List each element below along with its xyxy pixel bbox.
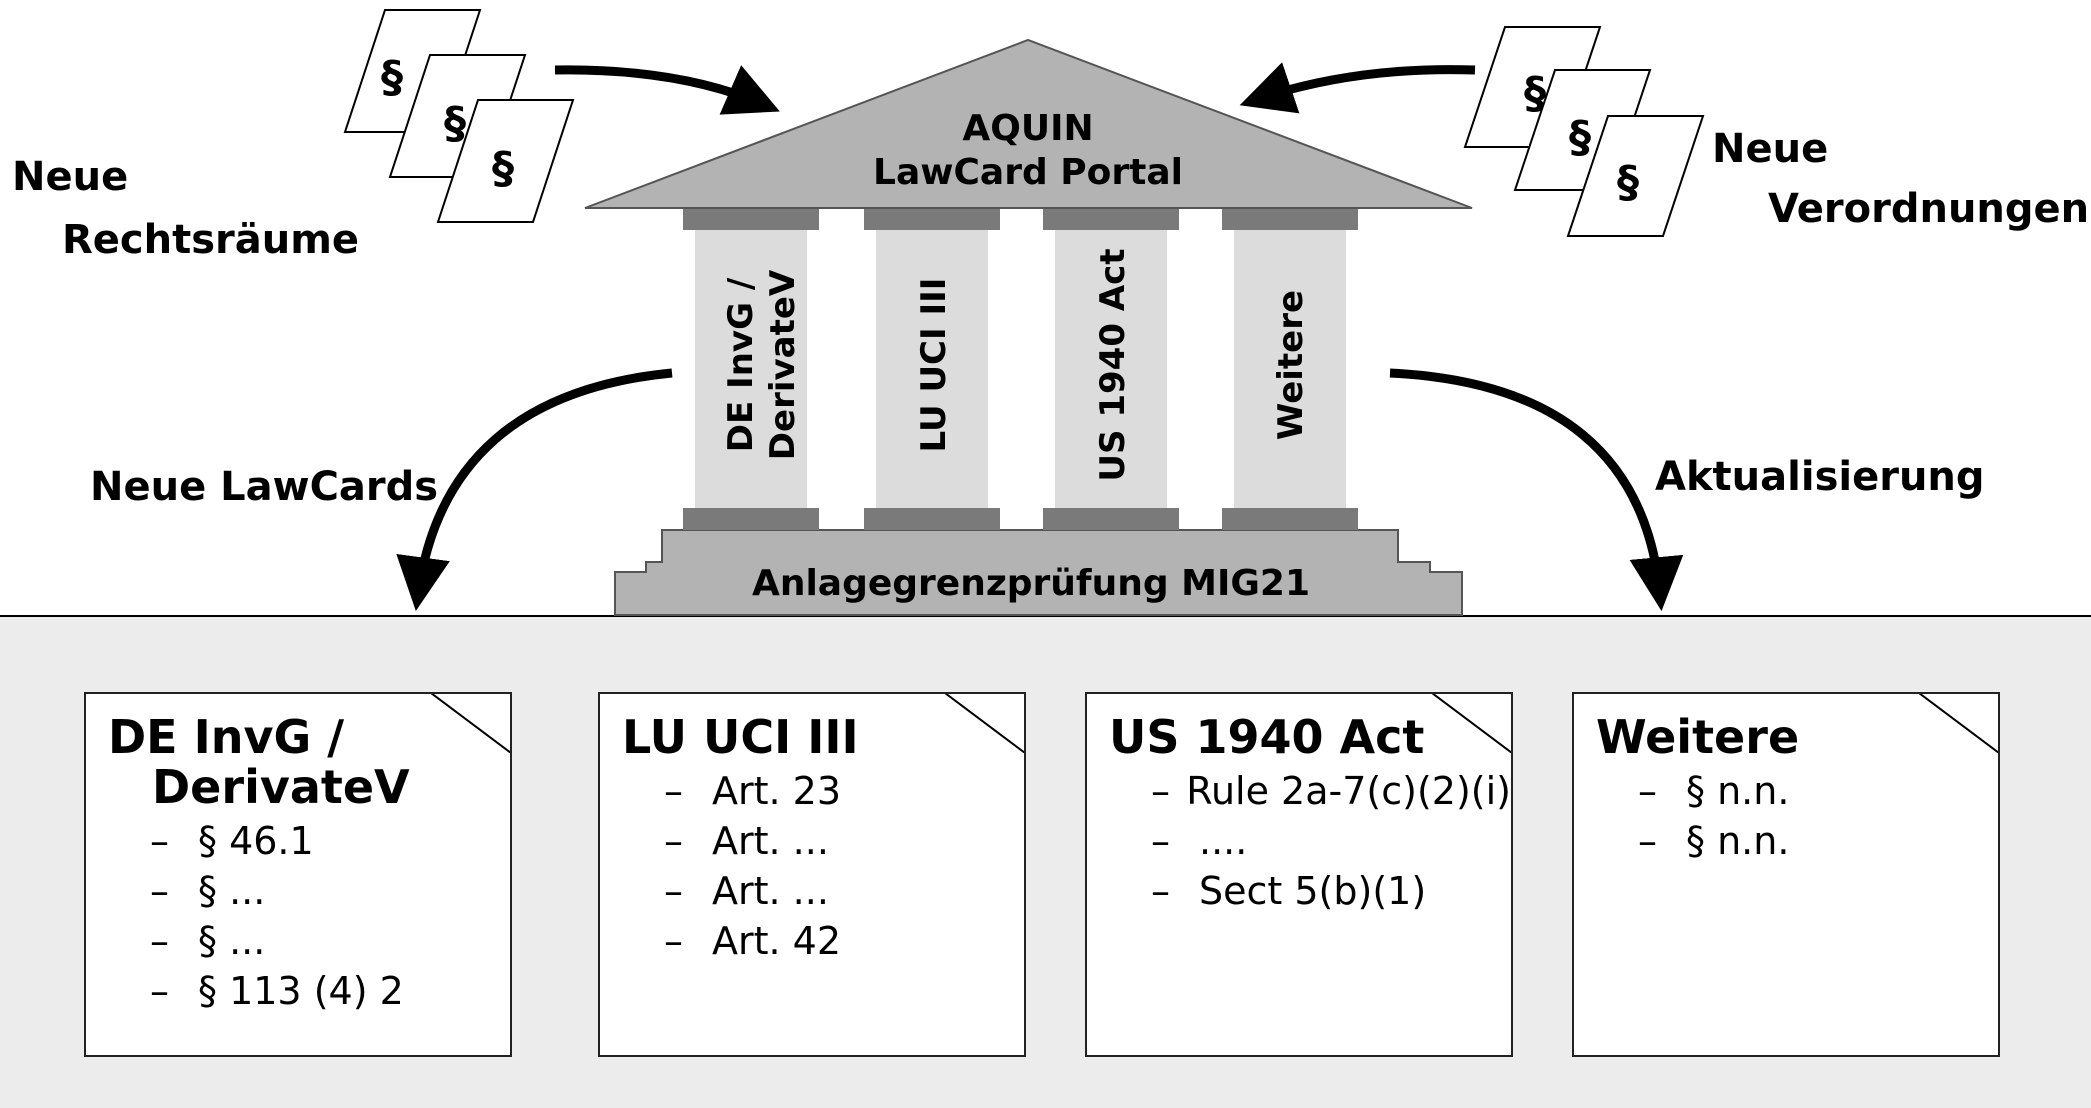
column-label-de: DE InvG / DerivateV (721, 269, 803, 460)
column-label-de-line1: DE InvG / (721, 277, 761, 452)
base-label: Anlagegrenzprüfung MIG21 (752, 563, 1310, 604)
bullet-dash: – (1638, 819, 1657, 863)
lawcard-de-invg: DE InvG / DerivateV –§ 46.1–§ ...–§ ...–… (84, 692, 512, 1057)
lawcard-item: –§ n.n. (1638, 816, 1998, 866)
bullet-dash: – (1151, 819, 1170, 863)
right-paragraph-sheets: § § § (1463, 26, 1705, 237)
lawcard-title: US 1940 Act (1109, 710, 1425, 764)
lawcard-item: –§ 113 (4) 2 (150, 966, 510, 1016)
column-label-weitere: Weitere (1271, 290, 1311, 440)
arrow-left-input (554, 65, 780, 115)
card-corner-fold (945, 694, 1024, 753)
bullet-dash: – (664, 819, 683, 863)
column-de-invg (683, 208, 819, 530)
bullet-dash: – (150, 919, 169, 963)
lawcard-items: –§ 46.1–§ ...–§ ...–§ 113 (4) 2 (108, 816, 510, 1016)
arrow-right-output (1389, 368, 1684, 612)
paragraph-icon: § (1524, 68, 1546, 119)
lawcard-item: –Art. 42 (664, 916, 1024, 966)
card-corner-fold (1432, 694, 1511, 753)
lawcard-item-text: .... (1199, 819, 1248, 863)
base-steps (614, 529, 1463, 616)
column-label-de-line2: DerivateV (763, 269, 803, 460)
lawcard-item-text: Art. ... (712, 869, 829, 913)
bullet-dash: – (664, 869, 683, 913)
arrow-right-input (1239, 62, 1476, 114)
bullet-dash: – (150, 969, 169, 1013)
right-input-label-line2: Verordnungen (1768, 186, 2089, 232)
lawcard-items: –Art. 23–Art. ...–Art. ...–Art. 42 (622, 766, 1024, 966)
left-input-label-line1: Neue (12, 154, 128, 200)
lawcard-item: –Rule 2a-7(c)(2)(i) (1151, 766, 1511, 816)
right-output-label: Aktualisierung (1655, 454, 1985, 500)
lawcard-item-text: § n.n. (1686, 819, 1790, 863)
bullet-dash: – (664, 769, 683, 813)
lawcard-item: –§ 46.1 (150, 816, 510, 866)
portal-roof (584, 38, 1473, 209)
left-paragraph-sheets: § § § (343, 9, 575, 223)
right-input-label-line1: Neue (1712, 126, 1828, 172)
lawcard-item-text: Art. 23 (712, 769, 842, 813)
lawcard-weitere: Weitere –§ n.n.–§ n.n. (1572, 692, 2000, 1057)
lawcard-item: –§ n.n. (1638, 766, 1998, 816)
lawcard-us-1940: US 1940 Act –Rule 2a-7(c)(2)(i)–....–Sec… (1085, 692, 1513, 1057)
bullet-dash: – (150, 869, 169, 913)
lawcard-item: –Art. ... (664, 866, 1024, 916)
lawcard-title: DE InvG / DerivateV (108, 710, 410, 814)
portal-title-line1: AQUIN (962, 108, 1093, 149)
left-input-label-line2: Rechtsräume (62, 217, 359, 263)
lawcard-item: –Art. 23 (664, 766, 1024, 816)
lawcard-item: –.... (1151, 816, 1511, 866)
lawcard-item: –Sect 5(b)(1) (1151, 866, 1511, 916)
lawcard-items: –§ n.n.–§ n.n. (1596, 766, 1998, 866)
card-corner-fold (1919, 694, 1998, 753)
paragraph-icon: § (1569, 112, 1591, 163)
paragraph-icon: § (444, 98, 466, 149)
lawcard-item-text: Art. ... (712, 819, 829, 863)
column-lu-uci (864, 208, 1000, 530)
lawcard-title: Weitere (1596, 710, 1800, 764)
paragraph-icon: § (381, 52, 403, 103)
portal-title-line2: LawCard Portal (873, 152, 1183, 193)
lawcard-item-text: Art. 42 (712, 919, 842, 963)
lawcard-item-text: § ... (198, 919, 266, 963)
column-us-1940 (1043, 208, 1179, 530)
bullet-dash: – (1151, 869, 1170, 913)
lawcard-item: –Art. ... (664, 816, 1024, 866)
paragraph-icon: § (1617, 157, 1639, 208)
bullet-dash: – (1151, 769, 1170, 813)
lawcard-items: –Rule 2a-7(c)(2)(i)–....–Sect 5(b)(1) (1109, 766, 1511, 916)
lawcard-item-text: Sect 5(b)(1) (1199, 869, 1427, 913)
arrow-left-output (396, 368, 673, 612)
lawcard-item-text: § ... (198, 869, 266, 913)
column-label-lu: LU UCI III (914, 278, 954, 453)
column-label-us: US 1940 Act (1093, 248, 1133, 481)
bullet-dash: – (1638, 769, 1657, 813)
column-weitere (1222, 208, 1358, 530)
lawcard-lu-uci: LU UCI III –Art. 23–Art. ...–Art. ...–Ar… (598, 692, 1026, 1057)
bullet-dash: – (150, 819, 169, 863)
lawcard-title: LU UCI III (622, 710, 859, 764)
lawcard-item: –§ ... (150, 916, 510, 966)
lawcard-item-text: § n.n. (1686, 769, 1790, 813)
lawcard-item-text: § 113 (4) 2 (198, 969, 404, 1013)
card-corner-fold (431, 694, 510, 753)
lawcard-item: –§ ... (150, 866, 510, 916)
left-output-label: Neue LawCards (90, 464, 438, 510)
lawcard-item-text: § 46.1 (198, 819, 314, 863)
lawcard-item-text: Rule 2a-7(c)(2)(i) (1186, 769, 1511, 813)
bullet-dash: – (664, 919, 683, 963)
paragraph-icon: § (492, 143, 514, 194)
